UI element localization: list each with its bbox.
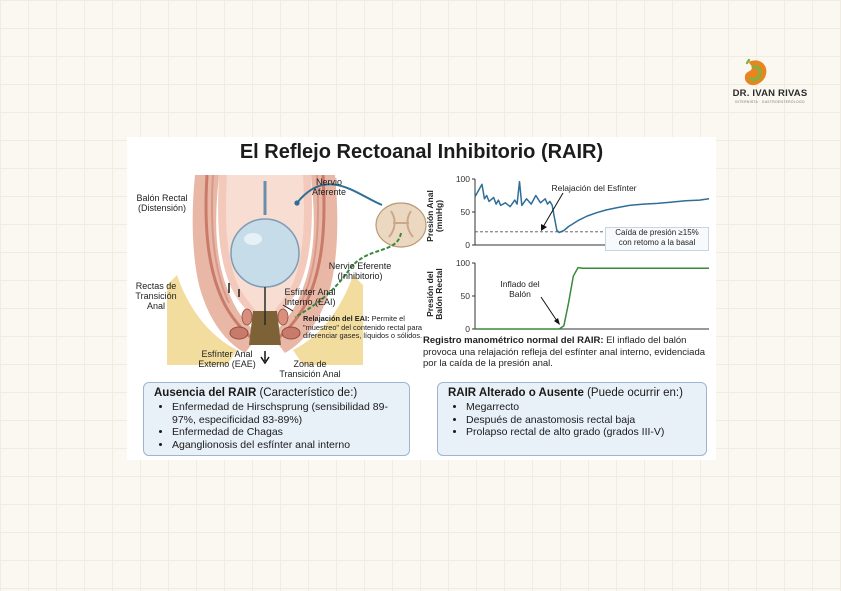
- list-item: Prolapso rectal de alto grado (grados II…: [466, 426, 696, 439]
- chart2-annotation-arrow: [540, 296, 558, 322]
- eai-note-title: Relajación del EAI:: [303, 314, 370, 323]
- list-item: Enfermedad de Hirschsprung (sensibilidad…: [172, 401, 399, 426]
- manometry-charts: 0 50 100 0 50 100: [456, 174, 710, 334]
- chart2-arrowhead: [554, 318, 560, 325]
- chart2-tick-label: 0: [465, 324, 470, 334]
- box-left-list: Enfermedad de Hirschsprung (sensibilidad…: [154, 401, 399, 451]
- caption-title: Registro manométrico normal del RAIR:: [423, 335, 604, 346]
- infographic-card: El Reflejo Rectoanal Inhibitorio (RAIR): [127, 137, 716, 460]
- list-item: Megarrecto: [466, 401, 696, 414]
- logo-name: DR. IVAN RIVAS: [732, 88, 808, 99]
- chart1-arrowhead: [541, 224, 547, 231]
- chart1-tick-label: 100: [456, 174, 470, 184]
- chart2-tick-label: 100: [456, 258, 470, 268]
- list-item: Después de anastomosis rectal baja: [466, 414, 696, 427]
- stomach-logo-icon: [744, 58, 767, 86]
- box-right-title-rest: (Puede ocurrir en:): [583, 387, 683, 399]
- page-title: El Reflejo Rectoanal Inhibitorio (RAIR): [239, 141, 604, 163]
- chart2-series-line: [475, 266, 709, 330]
- box-left-title-bold: Ausencia del RAIR: [154, 387, 257, 399]
- box-rair-alterado: RAIR Alterado o Ausente (Puede ocurrir e…: [437, 382, 707, 456]
- caption-text: El inflado del balón provoca una relajac…: [423, 335, 706, 369]
- threshold-note: Caída de presión ≥15% con retomo a la ba…: [605, 227, 709, 251]
- chart2-tick-label: 50: [461, 291, 471, 301]
- eai-relaxation-note: Relajación del EAI: Permite el "muestreo…: [303, 314, 433, 341]
- label-nervio-aferente: Nervio Aferente: [311, 177, 347, 197]
- eai-note-text: Permite el "muestreo" del contenido rect…: [303, 314, 423, 341]
- brand-logo: DR. IVAN RIVAS INTERNISTA · GASTROENTERÓ…: [718, 58, 822, 110]
- chart2-annotation: Inflado del Balón: [500, 279, 540, 299]
- chart1-annotation-arrow: [542, 192, 564, 228]
- chart1-tick-label: 0: [465, 240, 470, 250]
- list-item: Enfermedad de Chagas: [172, 426, 399, 439]
- label-balon-rectal: Balón Rectal (Distensión): [136, 193, 188, 213]
- box-left-title-rest: (Característico de:): [256, 387, 358, 399]
- chart1-ylabel: Presión Anal (mmHg): [425, 190, 444, 242]
- label-esfinter-interno: Esfínter Anal Interno (EAI): [284, 287, 336, 307]
- chart-caption: Registro manométrico normal del RAIR: El…: [423, 335, 713, 370]
- box-left-title: Ausencia del RAIR (Característico de:): [154, 386, 399, 400]
- label-esfinter-externo: Esfínter Anal Externo (EAE): [198, 349, 256, 369]
- logo-subtitle: INTERNISTA · GASTROENTERÓLOGO: [735, 100, 805, 104]
- label-rectas-transicion: Rectas de Transición Anal: [135, 281, 177, 311]
- chart1-tick-label: 50: [461, 207, 471, 217]
- chart1-series-line: [474, 180, 710, 234]
- label-zona-transicion: Zona de Transición Anal: [279, 359, 341, 379]
- list-item: Aganglionosis del esfínter anal interno: [172, 439, 399, 452]
- box-right-title: RAIR Alterado o Ausente (Puede ocurrir e…: [448, 386, 696, 400]
- box-right-list: Megarrecto Después de anastomosis rectal…: [448, 401, 696, 439]
- chart2-ylabel: Presión del Balón Rectal: [425, 268, 444, 320]
- rectum-anatomy-illustration: [167, 175, 427, 365]
- box-right-title-bold: RAIR Alterado o Ausente: [448, 387, 584, 399]
- label-nervio-eferente: Nervio Eferente (Inhibitorio): [328, 261, 392, 281]
- box-ausencia-rair: Ausencia del RAIR (Característico de:) E…: [143, 382, 410, 456]
- chart1-annotation: Relajación del Esfínter: [551, 183, 637, 193]
